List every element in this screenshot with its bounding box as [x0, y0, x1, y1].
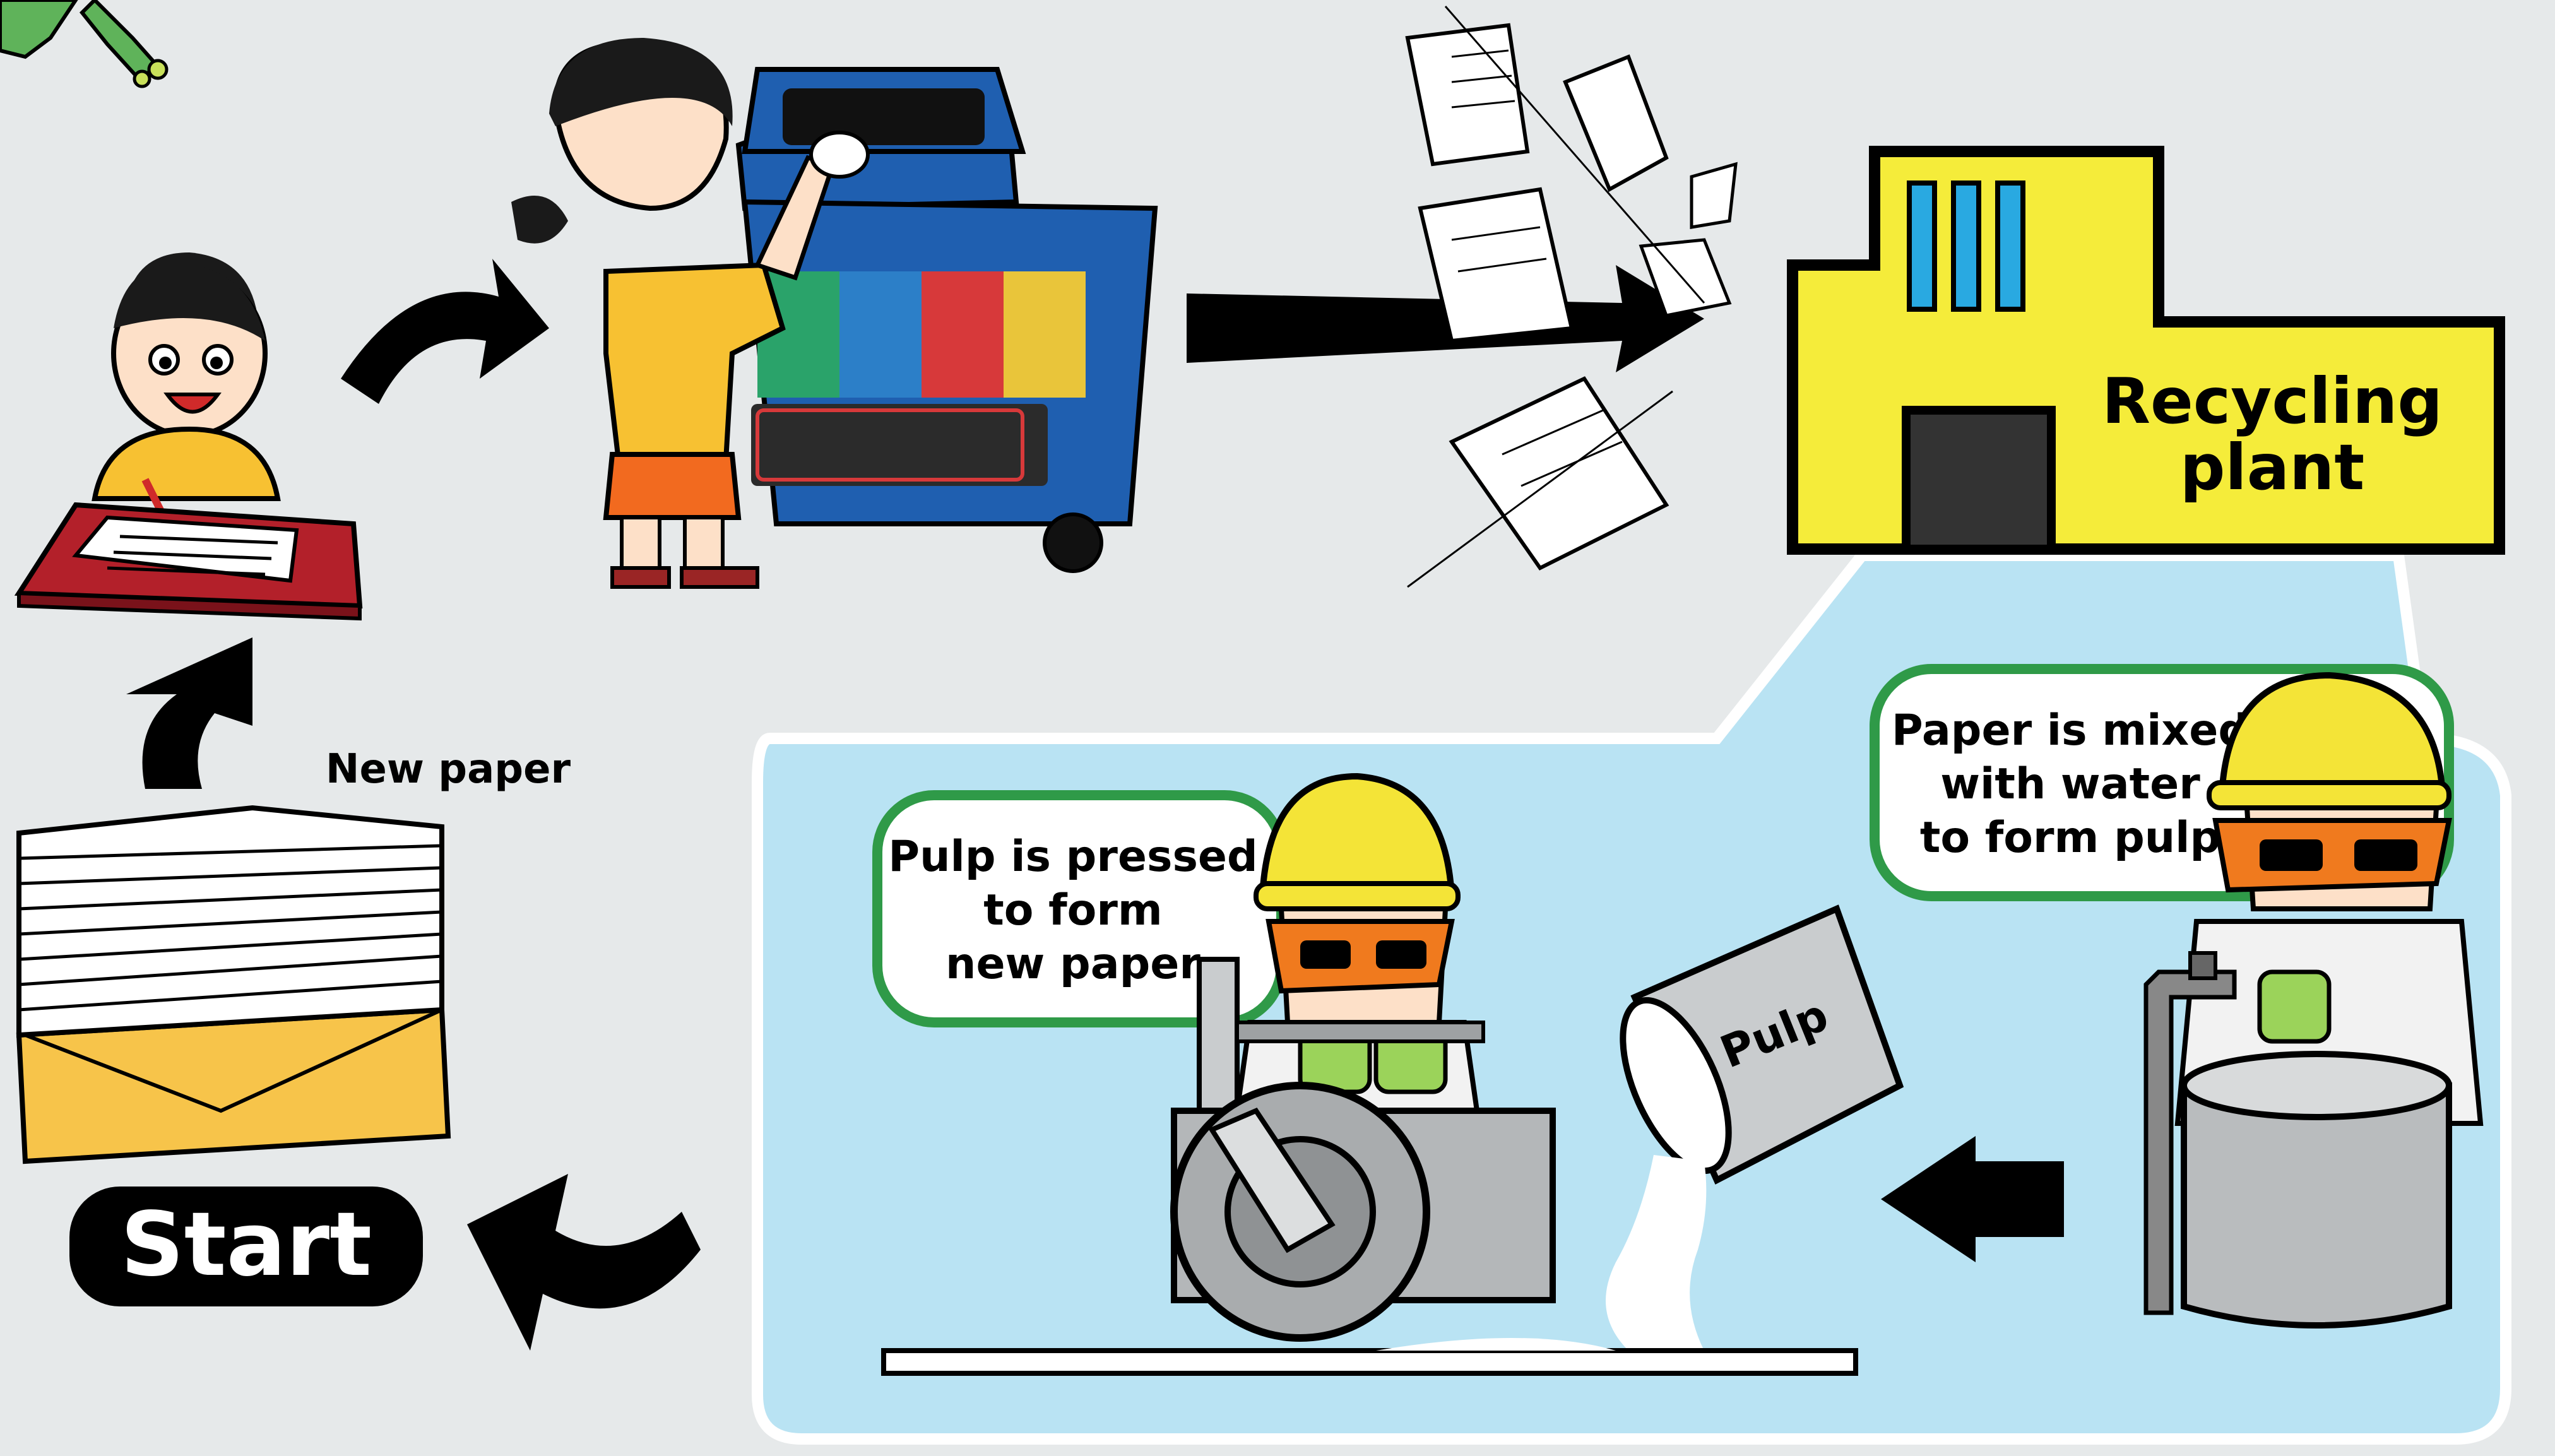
flying-paper-icon [1408, 6, 1736, 587]
start-label: Start [121, 1193, 372, 1296]
paper-stack-icon [19, 808, 448, 1161]
mix-bubble-line2: with water [1940, 759, 2200, 809]
mixing-tank-icon [2184, 1054, 2449, 1325]
plant-label-line1: Recycling [2102, 364, 2443, 438]
mix-bubble-line3: to form pulp [1920, 813, 2220, 863]
flow-arrow-icon [341, 259, 549, 404]
press-bubble-line1: Pulp is pressed [888, 832, 1257, 882]
writing-girl-icon [95, 252, 278, 511]
recycling-bin-icon [738, 69, 1155, 571]
press-bubble-line2: to form [983, 885, 1163, 935]
press-bubble-line3: new paper [946, 939, 1200, 989]
mix-bubble-line1: Paper is mixed [1892, 706, 2249, 755]
flow-arrow-icon [467, 1174, 701, 1351]
recycling-plant-icon [1793, 151, 2499, 549]
frog-foot-icon [0, 0, 167, 86]
plant-label-line2: plant [2180, 430, 2364, 504]
desk-icon [19, 505, 360, 619]
new-paper-label: New paper [326, 746, 571, 793]
flow-arrow-icon [126, 637, 252, 789]
